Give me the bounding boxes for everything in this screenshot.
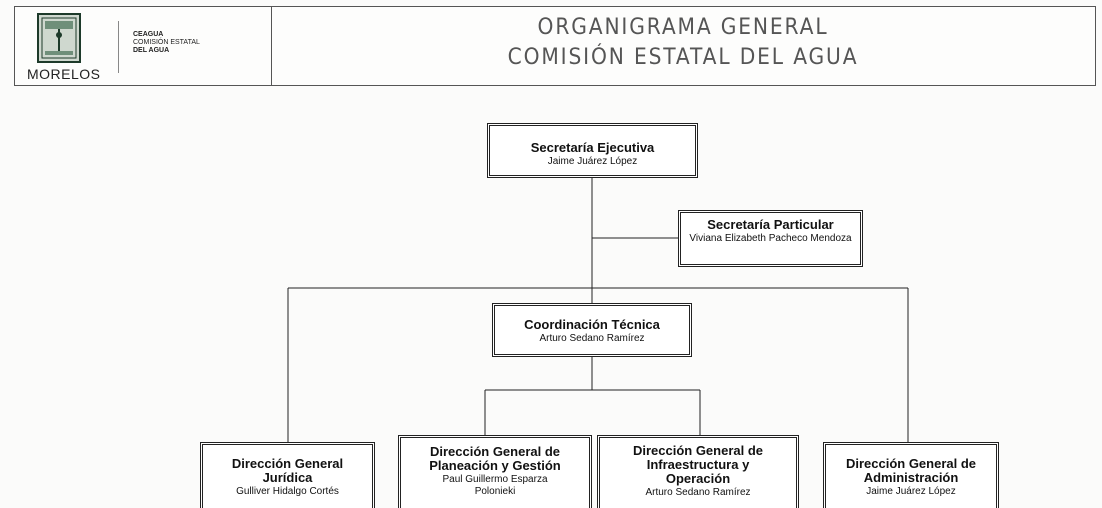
org-box-secretaria-particular: Secretaría Particular Viviana Elizabeth … <box>678 210 863 267</box>
morelos-seal-logo <box>37 13 81 63</box>
logo-divider <box>118 21 119 73</box>
org-box-direccion-planeacion: Dirección General de Planeación y Gestió… <box>398 435 592 508</box>
logo-block: MORELOS CEAGUA COMISIÓN ESTATAL DEL AGUA <box>15 7 272 85</box>
org-box-direccion-juridica: Dirección General Jurídica Gulliver Hida… <box>200 442 375 508</box>
page-title: ORGANIGRAMA GENERAL COMISIÓN ESTATAL DEL… <box>507 15 859 70</box>
logo-agency-text: CEAGUA COMISIÓN ESTATAL DEL AGUA <box>133 31 200 54</box>
document-header: MORELOS CEAGUA COMISIÓN ESTATAL DEL AGUA… <box>14 6 1096 86</box>
org-box-coordinacion-tecnica: Coordinación Técnica Arturo Sedano Ramír… <box>492 303 692 357</box>
org-box-secretaria-ejecutiva: Secretaría Ejecutiva Jaime Juárez López <box>487 123 698 178</box>
org-box-direccion-infraestructura: Dirección General de Infraestructura y O… <box>597 435 799 508</box>
logo-state-text: MORELOS <box>27 66 101 82</box>
org-box-direccion-administracion: Dirección General de Administración Jaim… <box>823 442 999 508</box>
